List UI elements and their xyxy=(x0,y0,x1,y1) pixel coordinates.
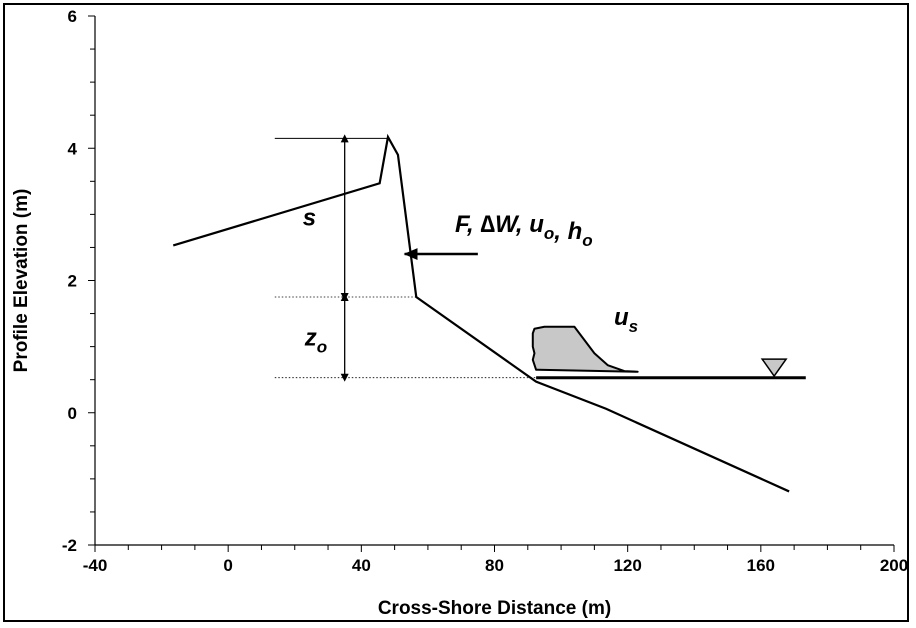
y-tick-label: 4 xyxy=(68,139,78,158)
x-tick-label: 200 xyxy=(880,556,908,575)
y-tick-label: -2 xyxy=(62,536,77,555)
x-tick-label: 40 xyxy=(352,556,371,575)
force-label: F, ∆W, uo, ho xyxy=(455,211,593,250)
x-tick-label: -40 xyxy=(83,556,108,575)
x-tick-label: 80 xyxy=(485,556,504,575)
wave-velocity-label: us xyxy=(614,304,638,336)
wave-velocity-subscript: s xyxy=(629,317,638,336)
y-tick-label: 0 xyxy=(68,404,77,423)
x-tick-label: 120 xyxy=(613,556,641,575)
breaking-wave xyxy=(531,325,639,373)
dimension-label: s xyxy=(303,205,316,232)
force-label-subscript: o xyxy=(544,224,554,243)
series-layer xyxy=(172,133,806,493)
force-label-subscript: o xyxy=(582,231,592,250)
y-tick-label: 6 xyxy=(68,7,77,26)
water-level-marker xyxy=(760,358,788,378)
x-tick-label: 160 xyxy=(747,556,775,575)
y-tick-label: 2 xyxy=(68,272,77,291)
chart-frame xyxy=(3,3,909,622)
x-axis-title: Cross-Shore Distance (m) xyxy=(378,598,611,619)
dimension-label-subscript: o xyxy=(317,337,327,356)
profile-line xyxy=(172,133,790,493)
axes: -40 0 40 80 120 160 200 -2 0 2 4 6 xyxy=(62,7,908,575)
dimension-label: zo xyxy=(304,324,327,356)
y-axis-title: Profile Elevation (m) xyxy=(11,189,32,373)
force-label-part: ∆W, u xyxy=(480,211,544,238)
force-label-part: , h xyxy=(553,218,582,245)
force-label-part: F, xyxy=(455,211,480,238)
x-tick-label: 0 xyxy=(223,556,232,575)
